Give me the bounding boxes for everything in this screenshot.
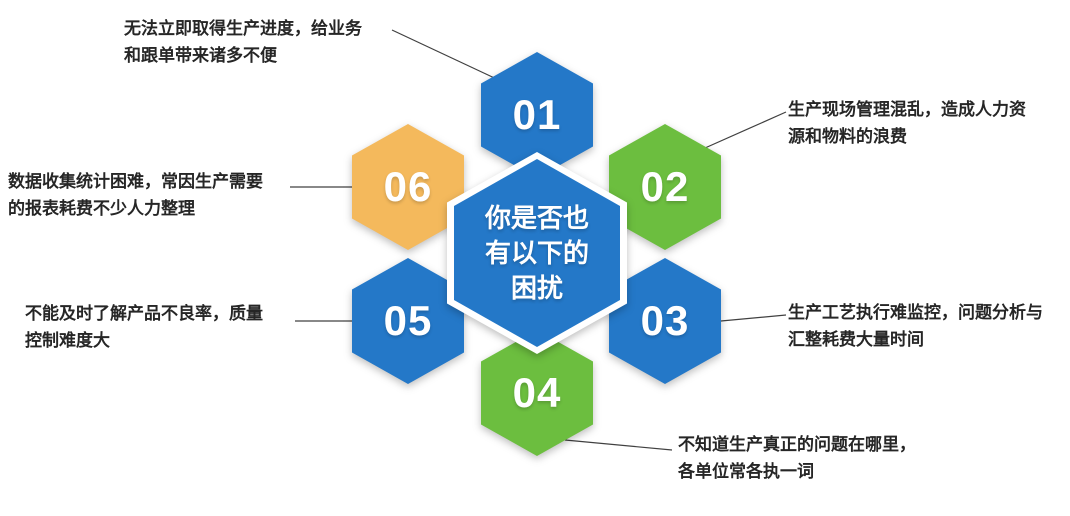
center-hexagon: 你是否也 有以下的 困扰 <box>447 152 627 354</box>
center-title: 你是否也 有以下的 困扰 <box>484 202 589 303</box>
connector-line-04 <box>564 439 673 451</box>
hexagon-06: 06 <box>352 124 464 250</box>
label-02: 生产现场管理混乱，造成人力资 源和物料的浪费 <box>788 100 1026 146</box>
hexagon-02-shape: 02 <box>609 124 721 250</box>
hexagon-03-number: 03 <box>640 297 690 344</box>
label-06: 数据收集统计困难，常因生产需要 的报表耗费不少人力整理 <box>8 172 263 218</box>
label-05: 不能及时了解产品不良率，质量 控制难度大 <box>25 304 263 350</box>
label-04: 不知道生产真正的问题在哪里， 各单位常各执一词 <box>678 435 916 481</box>
hexagon-05-number: 05 <box>383 297 433 344</box>
connector-line-03 <box>720 314 787 322</box>
hexagon-02-number: 02 <box>640 163 690 210</box>
hexagon-03: 03 <box>609 258 721 384</box>
label-03: 生产工艺执行难监控，问题分析与 汇整耗费大量时间 <box>788 303 1043 349</box>
hexagon-01-number: 01 <box>512 91 562 138</box>
hexagon-03-shape: 03 <box>609 258 721 384</box>
connector-line-01 <box>391 29 504 83</box>
hexagon-05: 05 <box>352 258 464 384</box>
hexagon-02: 02 <box>609 124 721 250</box>
hexagon-06-number: 06 <box>383 163 433 210</box>
hexagon-04-number: 04 <box>512 369 562 416</box>
connector-line-02 <box>704 111 787 149</box>
label-01: 无法立即取得生产进度，给业务 和跟单带来诸多不便 <box>124 19 362 65</box>
center-hexagon-rim: 你是否也 有以下的 困扰 <box>447 152 627 354</box>
center-hexagon-shape: 你是否也 有以下的 困扰 <box>454 159 620 347</box>
